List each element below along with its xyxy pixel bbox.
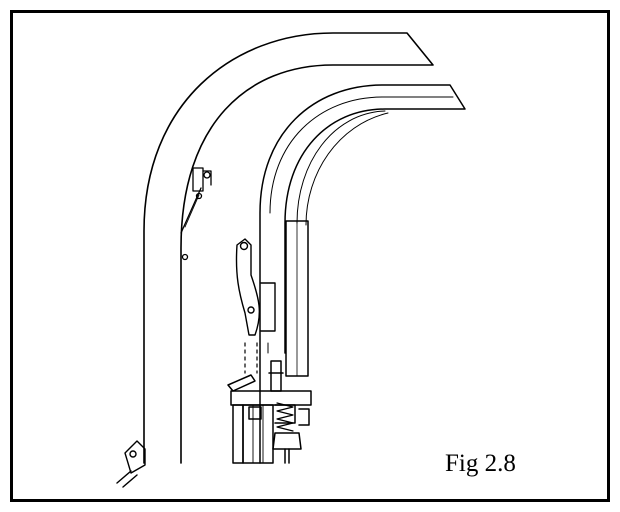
figure-frame: Fig 2.8	[10, 10, 610, 502]
lower-housing	[227, 360, 312, 464]
lever-assembly	[235, 238, 276, 374]
figure-caption: Fig 2.8	[445, 450, 516, 477]
upper-latch	[180, 167, 212, 261]
inner-arm	[259, 84, 466, 464]
coil-spring	[276, 402, 294, 432]
pivot-fitting	[116, 440, 146, 488]
outer-arm	[143, 32, 434, 464]
technical-drawing	[116, 32, 466, 488]
vertical-tube	[285, 220, 309, 377]
